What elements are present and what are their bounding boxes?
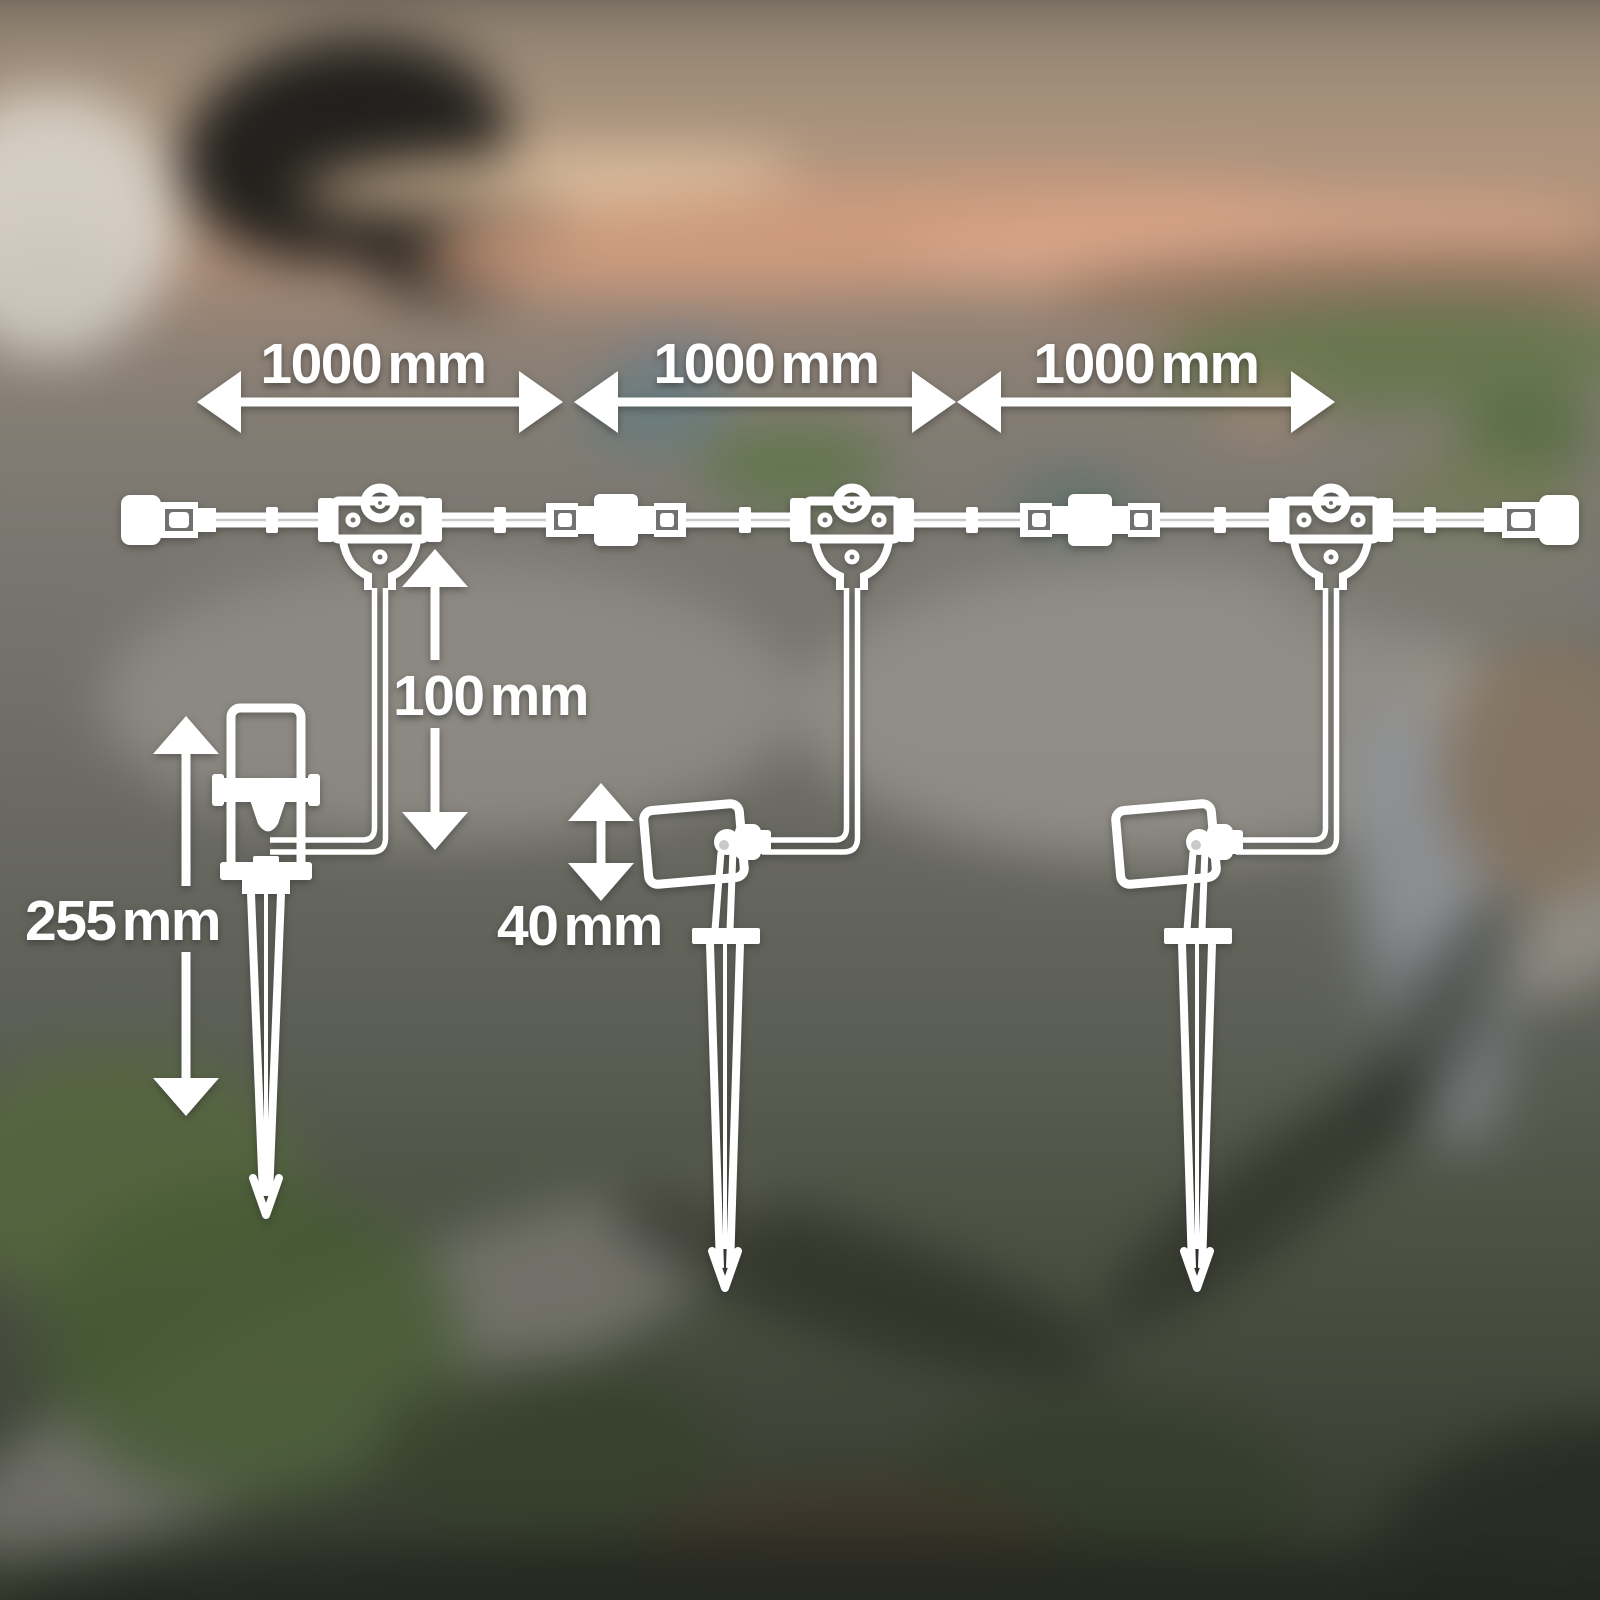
dimension-value: 40 (497, 894, 559, 958)
drop-cable-3 (1236, 588, 1340, 855)
cable-collars (266, 507, 1436, 533)
drop-cable-1 (270, 588, 389, 855)
background-blob (700, 420, 890, 510)
dimension-value: 255 (25, 889, 117, 953)
dimension-value: 1000 (653, 332, 775, 396)
dimension-arrow-head-height (568, 783, 634, 901)
dimension-arrow-drop-height (402, 549, 468, 850)
spike-light-3 (1115, 803, 1243, 1288)
end-cap-right (1484, 495, 1579, 545)
dimension-arrow-spacing-1 (197, 371, 563, 433)
background-blob (380, 1360, 720, 1540)
dimension-arrow-spike-height (153, 716, 219, 1116)
inline-connector-1 (546, 494, 686, 546)
dimension-value: 1000 (260, 332, 382, 396)
spike-light-1 (212, 703, 320, 1219)
background-blob (0, 230, 140, 360)
power-cable (214, 507, 1486, 533)
dimension-arrow-spacing-2 (574, 371, 956, 433)
dimension-unit: mm (387, 332, 487, 396)
dimension-unit: mm (780, 332, 880, 396)
dimension-value: 1000 (1033, 332, 1155, 396)
dimension-unit: mm (1160, 332, 1260, 396)
drop-cable-2 (762, 588, 861, 855)
inline-connector-2 (1020, 494, 1160, 546)
end-cap-left (121, 495, 216, 545)
tee-connector-3 (1269, 488, 1393, 590)
tee-connector-2 (790, 488, 914, 590)
background-blob (620, 330, 740, 390)
dimension-value: 100 (393, 664, 485, 728)
dimension-unit: mm (121, 889, 222, 953)
dimension-arrow-spacing-3 (957, 371, 1335, 433)
spike-light-2 (643, 803, 771, 1288)
dimension-unit: mm (563, 894, 663, 958)
dimension-unit: mm (489, 664, 590, 728)
